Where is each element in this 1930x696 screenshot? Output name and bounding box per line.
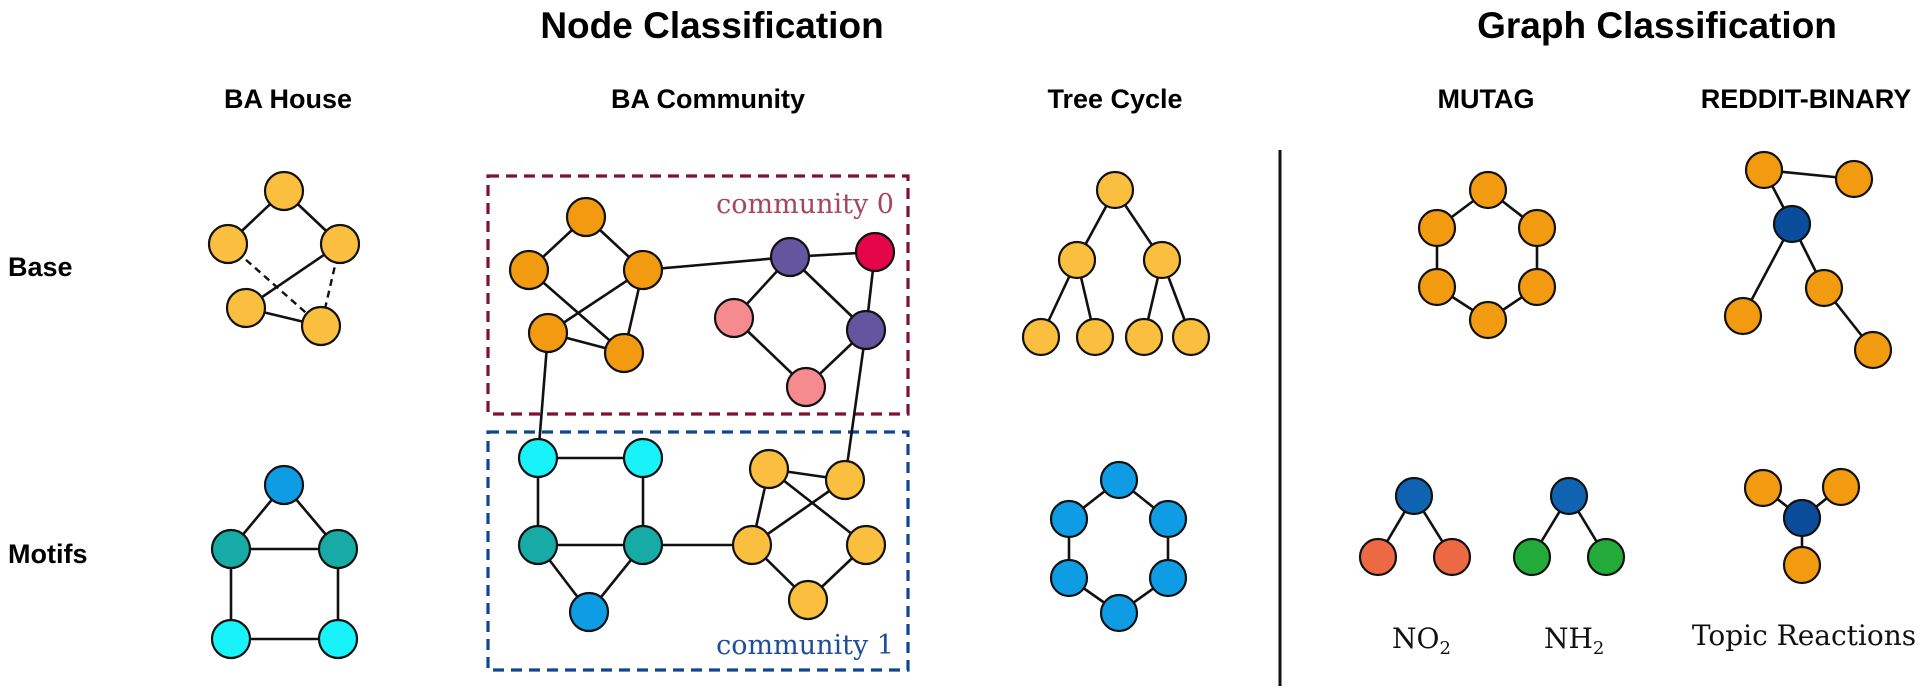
row-label-motifs: Motifs	[8, 539, 87, 569]
ba-community-node	[508, 249, 550, 291]
ba-community-edge	[528, 269, 625, 354]
mutag-base-node	[1468, 300, 1508, 340]
reddit-motif-node	[1743, 468, 1783, 508]
ba-community-edge	[768, 467, 867, 547]
nh2-label: NH2	[1544, 622, 1604, 659]
ba-community-node	[787, 579, 829, 621]
ba-community-node	[517, 524, 559, 566]
mutag-base-node	[1417, 208, 1457, 248]
reddit-base-node	[1744, 150, 1784, 190]
community-1-label: community 1	[716, 630, 894, 661]
row-label-base: Base	[8, 252, 73, 282]
column-label-tree-cycle: Tree Cycle	[1047, 84, 1182, 114]
mutag-no2-motif-node	[1394, 476, 1434, 516]
reddit-base-node	[1834, 159, 1874, 199]
ba-community-node	[769, 236, 811, 278]
ba-community-node	[603, 332, 645, 374]
column-label-reddit-binary: REDDIT-BINARY	[1701, 84, 1912, 114]
nh2-label-main: NH	[1544, 622, 1593, 655]
mutag-base-node	[1468, 170, 1508, 210]
ba-house-base-dashed-edge	[227, 243, 322, 327]
edges-layer	[227, 168, 1875, 641]
tree-cycle-motif-node	[1099, 460, 1139, 500]
ba-house-motif-node	[263, 464, 305, 506]
nodes-layer	[207, 150, 1893, 660]
ba-house-base-node	[319, 223, 361, 265]
ba-community-node	[824, 459, 866, 501]
ba-house-base-node	[225, 287, 267, 329]
ba-community-node	[622, 437, 664, 479]
graph-classification-header: Graph Classification	[1477, 5, 1837, 46]
tree-cycle-motif-node	[1148, 499, 1188, 539]
ba-community-node	[565, 196, 607, 238]
ba-house-motif-node	[210, 618, 252, 660]
column-label-mutag: MUTAG	[1438, 84, 1535, 114]
mutag-no2-motif-node	[1432, 537, 1472, 577]
ba-community-node	[785, 366, 827, 408]
no2-label: NO2	[1392, 622, 1451, 659]
no2-label-main: NO	[1392, 622, 1439, 655]
ba-community-edge	[536, 332, 550, 459]
ba-house-motif-node	[210, 528, 252, 570]
ba-house-motif-node	[317, 528, 359, 570]
ba-house-base-node	[263, 170, 305, 212]
ba-community-node	[622, 249, 664, 291]
tree-cycle-motif-node	[1099, 593, 1139, 633]
column-label-ba-house: BA House	[224, 84, 352, 114]
ba-community-node	[845, 309, 887, 351]
node-classification-header: Node Classification	[540, 5, 883, 46]
tree-cycle-base-node	[1095, 170, 1135, 210]
community-0-label: community 0	[716, 189, 894, 220]
ba-house-base-node	[207, 223, 249, 265]
reddit-motif-node	[1821, 467, 1861, 507]
reddit-base-node	[1853, 330, 1893, 370]
mutag-base-node	[1517, 208, 1557, 248]
community-1-box	[486, 430, 910, 672]
mutag-nh2-motif-node	[1549, 476, 1589, 516]
mutag-nh2-motif-node	[1512, 537, 1552, 577]
topic-reactions-label: Topic Reactions	[1692, 619, 1916, 652]
ba-community-node	[845, 524, 887, 566]
ba-house-motif-node	[317, 618, 359, 660]
ba-community-edge	[843, 329, 868, 481]
no2-label-subscript: 2	[1439, 638, 1450, 659]
ba-house-base-node	[300, 305, 342, 347]
mutag-nh2-motif-node	[1586, 537, 1626, 577]
ba-community-node	[622, 524, 664, 566]
reddit-base-node	[1772, 204, 1812, 244]
nh2-label-subscript: 2	[1593, 638, 1604, 659]
ba-community-node	[854, 231, 896, 273]
tree-cycle-base-node	[1075, 317, 1115, 357]
mutag-base-node	[1417, 267, 1457, 307]
reddit-motif-node	[1782, 545, 1822, 585]
reddit-base-node	[1804, 268, 1844, 308]
ba-community-node	[731, 524, 773, 566]
column-label-ba-community: BA Community	[611, 84, 805, 114]
tree-cycle-base-node	[1124, 317, 1164, 357]
tree-cycle-base-node	[1171, 317, 1211, 357]
reddit-motif-node	[1782, 498, 1822, 538]
mutag-no2-motif-node	[1358, 537, 1398, 577]
community-0-box	[486, 174, 910, 416]
ba-community-node	[748, 448, 790, 490]
tree-cycle-motif-node	[1148, 558, 1188, 598]
tree-cycle-base-node	[1057, 240, 1097, 280]
ba-community-node	[713, 297, 755, 339]
ba-community-node	[568, 591, 610, 633]
ba-community-edge	[642, 255, 791, 272]
tree-cycle-motif-node	[1049, 558, 1089, 598]
ba-community-node	[517, 437, 559, 479]
reddit-base-node	[1723, 296, 1763, 336]
mutag-base-node	[1517, 267, 1557, 307]
tree-cycle-base-node	[1021, 317, 1061, 357]
ba-community-node	[527, 312, 569, 354]
tree-cycle-base-node	[1142, 240, 1182, 280]
tree-cycle-motif-node	[1049, 499, 1089, 539]
